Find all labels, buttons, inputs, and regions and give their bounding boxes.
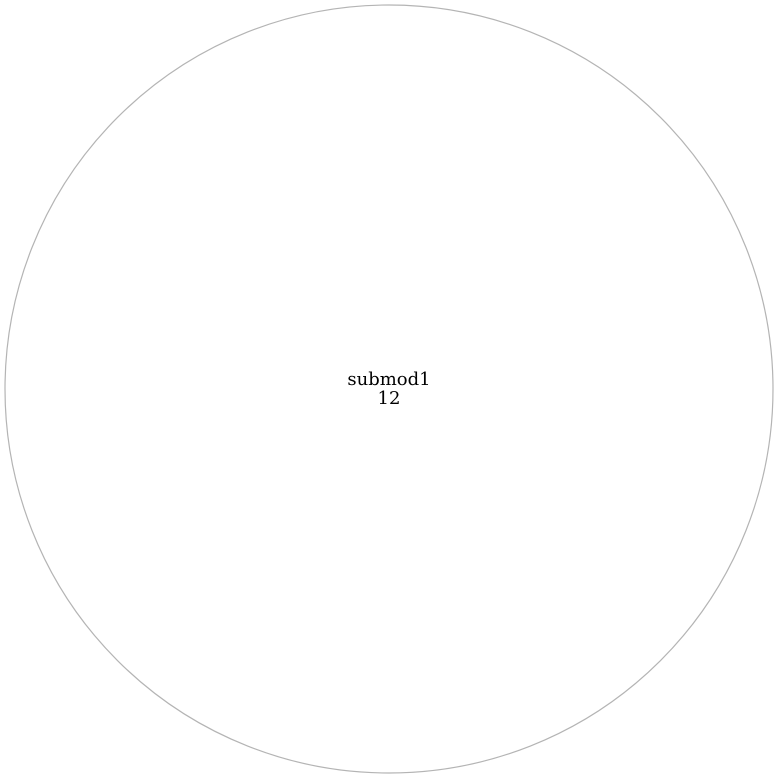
module-node-name: submod1: [347, 369, 430, 390]
module-node-submod1[interactable]: submod1 12: [4, 4, 774, 774]
module-node-circle[interactable]: [4, 4, 774, 774]
module-node-value: 12: [378, 388, 401, 409]
